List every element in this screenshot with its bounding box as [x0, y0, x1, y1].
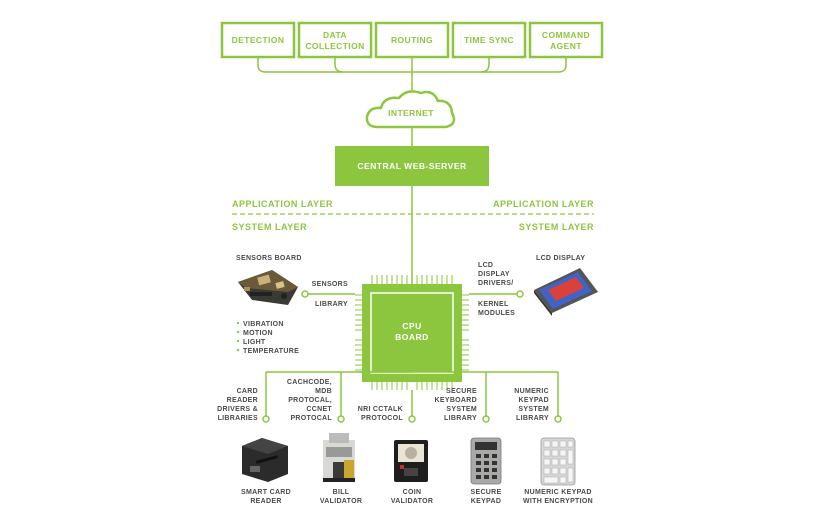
internet-label: INTERNET: [388, 108, 434, 118]
sensors-board-group: SENSORS BOARD VIBRATION MOTION LIGHT TEM…: [236, 255, 355, 355]
system-layer-right: SYSTEM LAYER: [519, 222, 594, 232]
bottom-bus: [265, 371, 559, 416]
lcd-display-icon[interactable]: [534, 268, 598, 316]
bill-validator-icon[interactable]: [323, 433, 355, 482]
system-layer-left: SYSTEM LAYER: [232, 222, 307, 232]
server-label: CENTRAL WEB-SERVER: [357, 161, 466, 171]
sensors-board-title: SENSORS BOARD: [236, 255, 302, 262]
smart-card-reader-icon[interactable]: [242, 438, 288, 482]
central-web-server[interactable]: CENTRAL WEB-SERVER: [335, 146, 489, 186]
module-label-routing: ROUTING: [391, 35, 433, 45]
module-label-detection: DETECTION: [232, 35, 285, 45]
lcd-display-title: LCD DISPLAY: [536, 255, 585, 262]
bullet-motion: MOTION: [243, 330, 273, 337]
module-box-command-agent[interactable]: [528, 21, 604, 59]
coin-validator-icon[interactable]: [394, 440, 428, 482]
bullet-light: LIGHT: [243, 339, 266, 346]
numeric-keypad-icon[interactable]: [540, 437, 576, 486]
cpu-inner-frame: [370, 292, 454, 374]
secure-keypad-icon[interactable]: [470, 437, 502, 485]
internet-cloud[interactable]: INTERNET: [365, 90, 456, 129]
layer-separators: APPLICATION LAYER APPLICATION LAYER SYST…: [232, 199, 594, 232]
sensors-connector-dot: [301, 290, 309, 298]
lcd-connector-dot: [516, 290, 524, 298]
module-label-time-sync: TIME SYNC: [464, 35, 514, 45]
sensors-board-icon[interactable]: [238, 270, 298, 305]
sensors-library-label-2: LIBRARY: [315, 301, 348, 308]
sensor-bullets: VIBRATION MOTION LIGHT TEMPERATURE: [236, 321, 299, 355]
bullet-temperature: TEMPERATURE: [243, 348, 299, 355]
sensors-library-label: SENSORS: [312, 281, 348, 288]
bullet-vibration: VIBRATION: [243, 321, 284, 328]
server-box: [335, 146, 489, 186]
module-connectors: [257, 57, 567, 92]
bottom-connector-dots: [262, 415, 562, 423]
module-box-data-collection[interactable]: [297, 21, 373, 59]
application-layer-right: APPLICATION LAYER: [493, 199, 594, 209]
cloud-icon: [365, 90, 456, 129]
application-layer-left: APPLICATION LAYER: [232, 199, 333, 209]
